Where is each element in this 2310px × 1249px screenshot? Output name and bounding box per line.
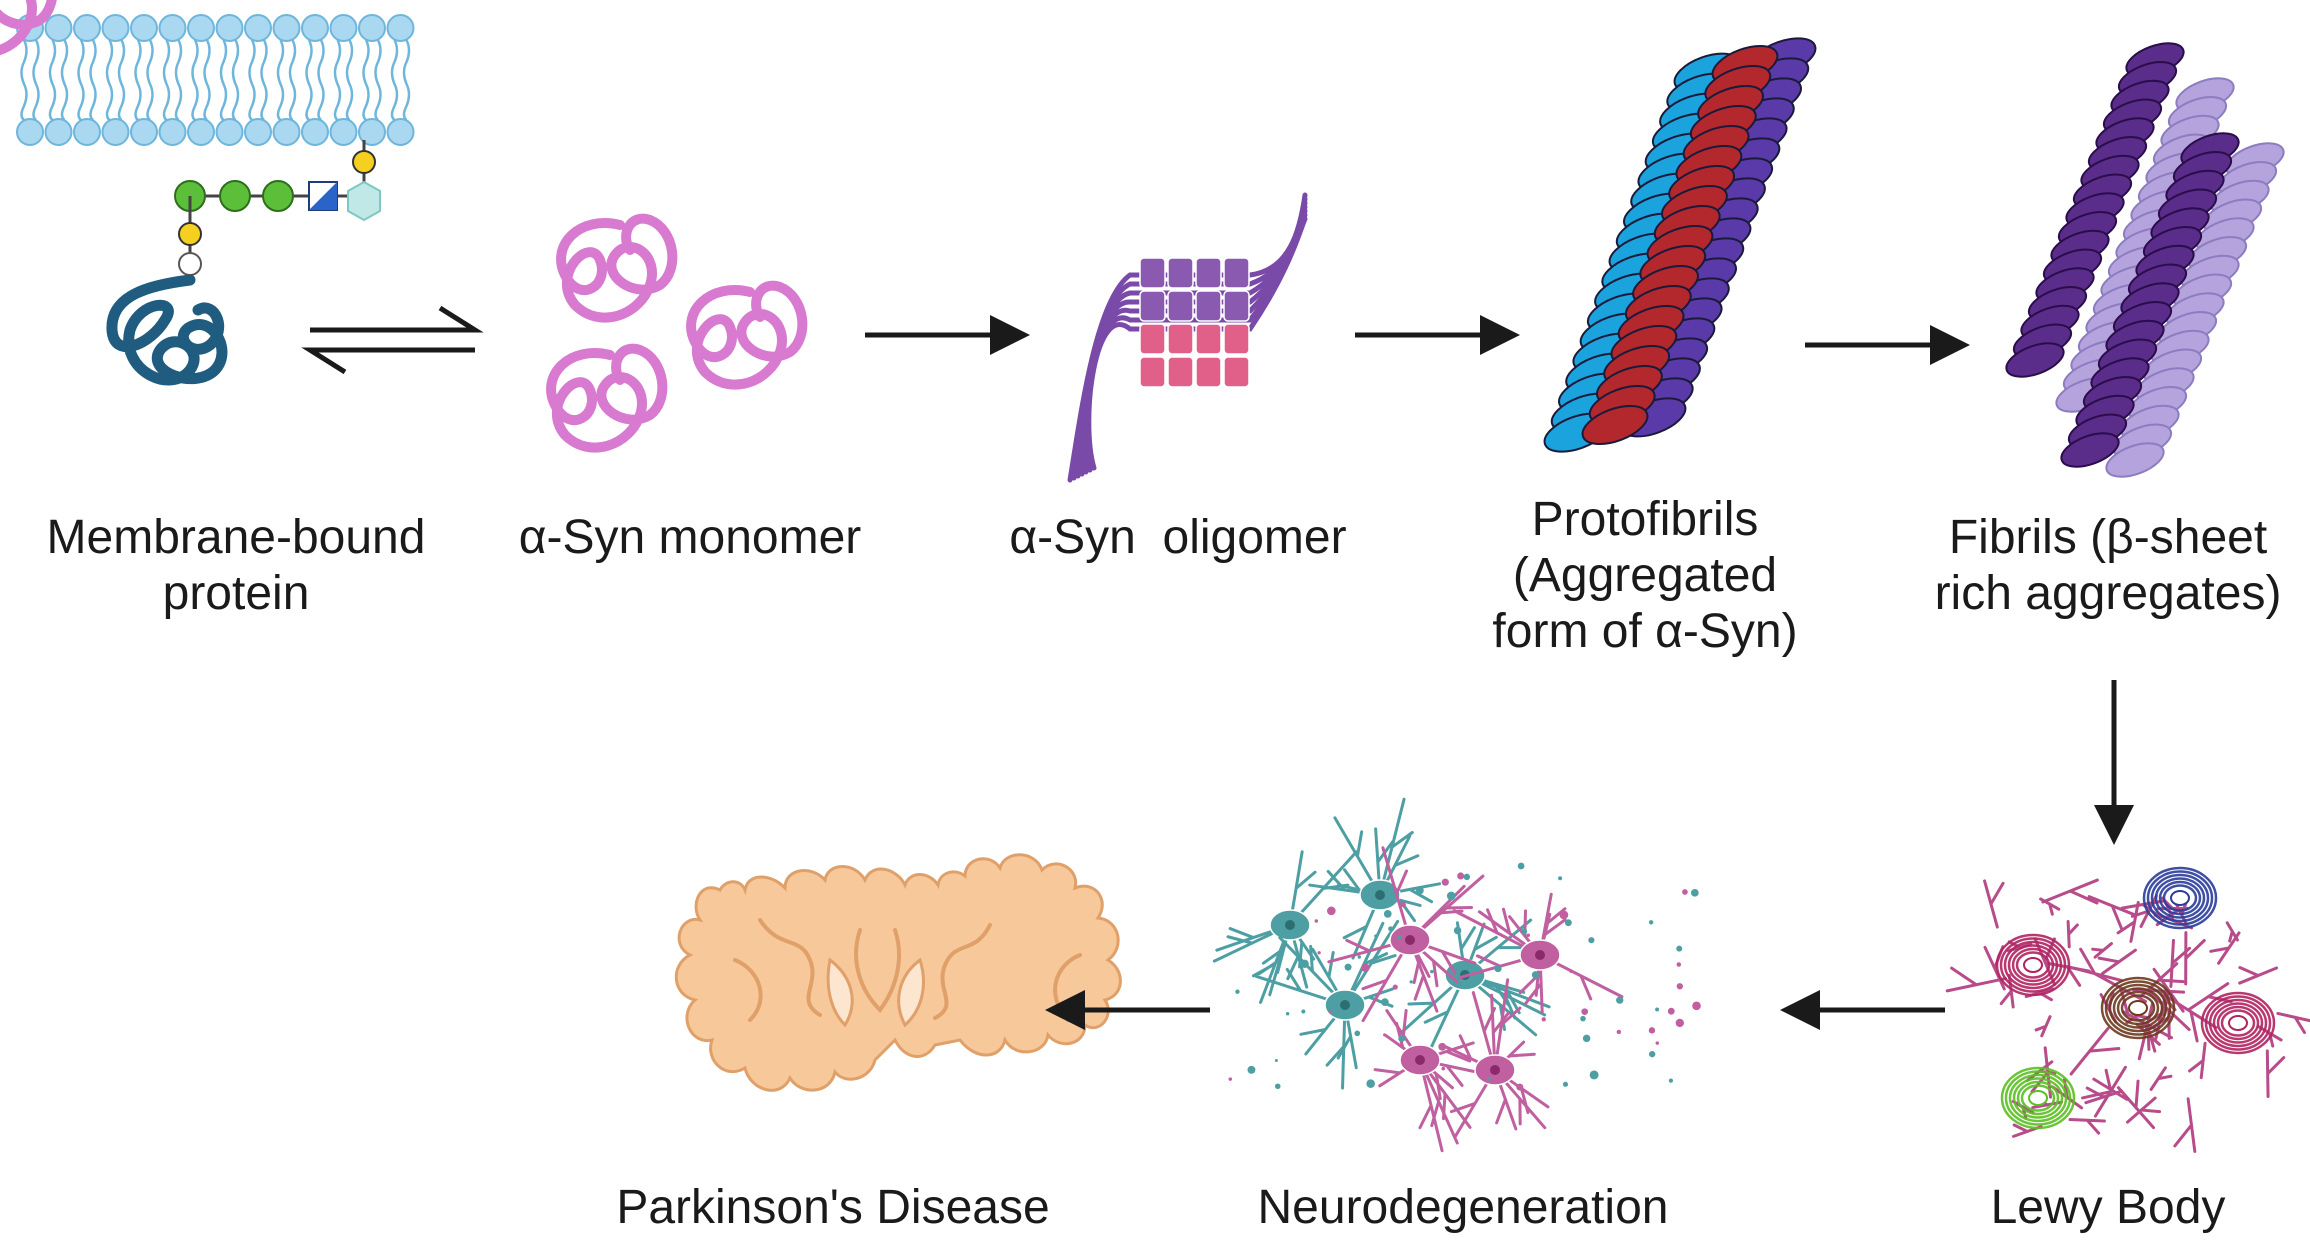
- label-line: protein: [162, 567, 310, 620]
- label-fibrils: Fibrils (β-sheet rich aggregates): [1935, 510, 2282, 622]
- label-line: α-Syn oligomer: [1009, 511, 1347, 564]
- label-membrane-bound-protein: Membrane-bound protein: [47, 510, 426, 622]
- label-parkinsons-disease: Parkinson's Disease: [616, 1180, 1049, 1236]
- membrane-bound-protein-icon: [106, 274, 228, 386]
- label-line: Protofibrils: [1531, 493, 1759, 546]
- label-oligomer: α-Syn oligomer: [1009, 510, 1346, 566]
- label-line: Parkinson's Disease: [616, 1181, 1050, 1234]
- label-protofibrils: Protofibrils (Aggregated form of α-Syn): [1492, 492, 1797, 660]
- neurodegeneration-neurons-icon: [1212, 797, 1701, 1153]
- fibril-icon: [2005, 42, 2285, 478]
- label-neurodegeneration: Neurodegeneration: [1258, 1180, 1669, 1236]
- equilibrium-arrows: [301, 305, 484, 375]
- brain-coronal-section-icon: [674, 853, 1122, 1092]
- label-line: α-Syn monomer: [518, 511, 862, 564]
- flow-arrows: [865, 315, 2134, 1030]
- label-line: Neurodegeneration: [1257, 1181, 1669, 1234]
- oligomer-icon: [1067, 192, 1308, 483]
- label-monomer: α-Syn monomer: [519, 510, 862, 566]
- label-line: form of α-Syn): [1492, 605, 1798, 658]
- label-line: Fibrils (β-sheet: [1948, 511, 2268, 564]
- label-line: rich aggregates): [1934, 567, 2282, 620]
- lewy-body-icon: [1945, 866, 2310, 1153]
- label-line: (Aggregated: [1512, 549, 1778, 602]
- glycan-chain-icon: [174, 140, 381, 276]
- membrane-bilayer: [16, 14, 415, 146]
- protofibril-icon: [1543, 37, 1817, 453]
- monomer-coils-icon: [0, 0, 802, 448]
- label-line: Lewy Body: [1990, 1181, 2226, 1234]
- label-lewy-body: Lewy Body: [1991, 1180, 2226, 1236]
- label-line: Membrane-bound: [46, 511, 426, 564]
